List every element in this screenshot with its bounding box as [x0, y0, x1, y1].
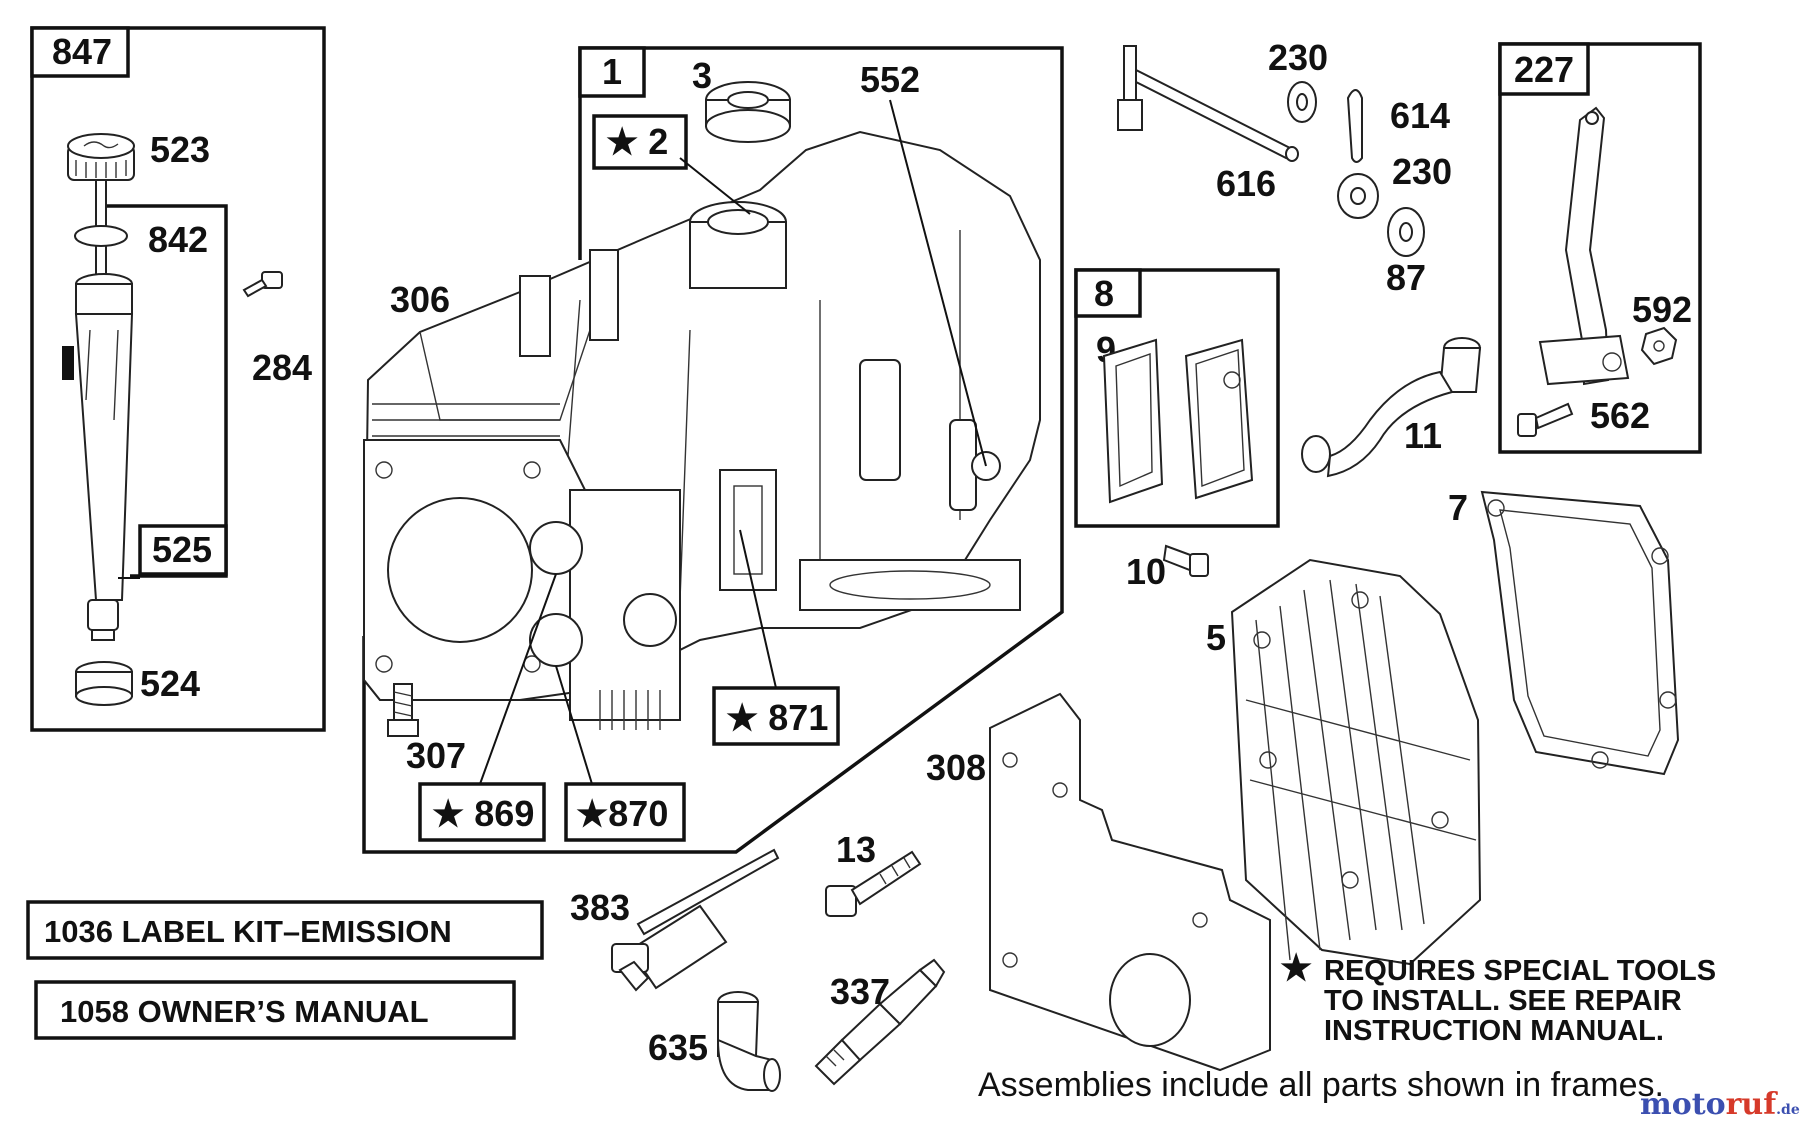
callout-523: 523 [150, 129, 210, 170]
callout-525: 525 [152, 529, 212, 570]
dipstick-tube-part [62, 273, 134, 641]
footer-text: Assemblies include all parts shown in fr… [978, 1066, 1664, 1104]
frame-8: 8 9 [1074, 268, 1280, 528]
bolt-307-part [387, 683, 419, 737]
watermark-suffix: .de [1776, 1102, 1800, 1118]
callout-847: 847 [52, 31, 112, 72]
owners-manual-text: 1058 OWNER’S MANUAL [60, 994, 429, 1029]
head-gasket-7-part [1480, 490, 1680, 776]
callout-614: 614 [1390, 95, 1450, 136]
callout-box-847 [30, 26, 130, 78]
callout-307: 307 [406, 735, 466, 776]
callout-5: 5 [1206, 617, 1226, 658]
frame-525-border [100, 204, 228, 578]
label-kit-box [26, 900, 544, 960]
callout-7: 7 [1448, 487, 1468, 528]
spark-plug-337-part [814, 958, 946, 1086]
callout-552: 552 [860, 59, 920, 100]
note-line-1: REQUIRES SPECIAL TOOLS [1324, 955, 1716, 987]
screw-10-part [1162, 544, 1209, 577]
o-ring-842-part [74, 225, 128, 247]
breather-cover-part [1184, 338, 1254, 500]
note-star: ★ [1280, 947, 1312, 988]
callout-box-227 [1498, 42, 1590, 96]
elbow-635-part [716, 991, 781, 1092]
cylinder-head-5-part [1230, 558, 1482, 966]
callout-562: 562 [1590, 395, 1650, 436]
frame-227: 227 592 562 [1498, 42, 1702, 454]
callout-284: 284 [252, 347, 312, 388]
seal-3-part [705, 81, 791, 143]
frame-847: 847 525 [30, 26, 326, 732]
callout-box-8 [1074, 268, 1142, 318]
callout-87: 87 [1386, 257, 1426, 298]
frame-847-border [30, 26, 326, 732]
callout-230b: 230 [1392, 151, 1452, 192]
callout-592: 592 [1632, 289, 1692, 330]
callout-box-869 [418, 782, 546, 842]
frame-1: 1 ★ 2 ★ 871 ★ 869 ★870 3 552 [362, 46, 1064, 854]
callout-842: 842 [148, 219, 208, 260]
callout-871: ★ 871 [726, 697, 828, 738]
note-line-2: TO INSTALL. SEE REPAIR [1324, 985, 1682, 1017]
bolt-562-part [1517, 402, 1574, 437]
watermark-part-2: ruf [1726, 1087, 1779, 1122]
part-383 [611, 848, 780, 992]
crankcase-part [362, 130, 1041, 730]
callout-3: 3 [692, 55, 712, 96]
bolt-284-part [242, 271, 283, 298]
washer-230b-part [1337, 173, 1379, 219]
washer-230a-part [1287, 81, 1317, 123]
callout-383: 383 [570, 887, 630, 928]
callout-box-870 [564, 782, 686, 842]
callout-box-871 [712, 686, 840, 746]
callout-10: 10 [1126, 551, 1166, 592]
callout-227: 227 [1514, 49, 1574, 90]
callout-1: 1 [602, 51, 622, 92]
callout-635: 635 [648, 1027, 708, 1068]
callout-524: 524 [140, 663, 200, 704]
callout-13: 13 [836, 829, 876, 870]
grommet-524-part [75, 661, 133, 706]
breather-tube-11-part [1301, 337, 1482, 478]
dipstick-cap-part [67, 133, 135, 291]
callout-230a: 230 [1268, 37, 1328, 78]
governor-shaft-616-part [1117, 45, 1299, 162]
pin-614-part [1346, 89, 1363, 163]
callout-2: ★ 2 [606, 121, 668, 162]
nut-592-part [1640, 326, 1678, 366]
owners-manual-box [34, 980, 516, 1040]
callout-870: ★870 [576, 793, 668, 834]
breather-gasket-9-part [1102, 338, 1164, 504]
callout-box-1 [578, 46, 646, 98]
governor-lever-part [1538, 106, 1630, 386]
watermark-part-1: moto [1640, 1087, 1726, 1122]
frame-8-border [1074, 268, 1280, 528]
note-line-3: INSTRUCTION MANUAL. [1324, 1015, 1664, 1047]
callout-308: 308 [926, 747, 986, 788]
callout-616: 616 [1216, 163, 1276, 204]
callout-box-2 [592, 114, 688, 170]
callout-11: 11 [1404, 415, 1442, 456]
frame-227-border [1498, 42, 1702, 454]
shield-308-part [989, 692, 1271, 1072]
callout-869: ★ 869 [432, 793, 534, 834]
callout-337: 337 [830, 971, 890, 1012]
watermark: motoruf.de [1640, 1087, 1800, 1122]
washer-87-part [1387, 207, 1425, 257]
label-kit-text: 1036 LABEL KIT–EMISSION [44, 914, 452, 949]
callout-box-525 [138, 524, 228, 576]
callout-306: 306 [390, 279, 450, 320]
fitting-13-part [825, 850, 922, 917]
callout-8: 8 [1094, 273, 1114, 314]
